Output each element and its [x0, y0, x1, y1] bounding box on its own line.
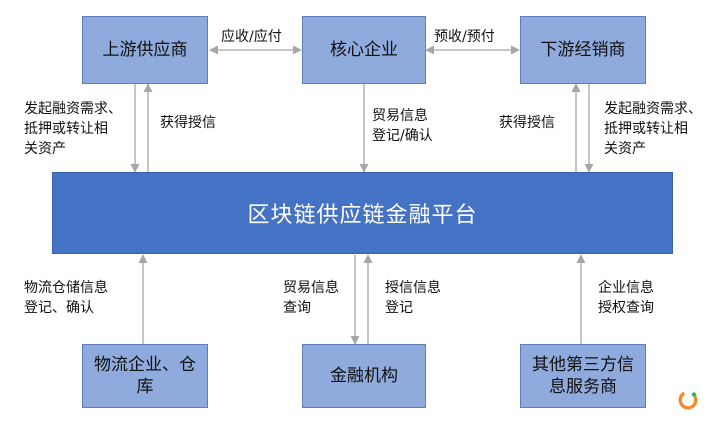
node-upstream-supplier: 上游供应商: [82, 16, 208, 84]
node-financial-institution: 金融机构: [302, 344, 426, 408]
thirdparty-line-1: 其他第三方信: [532, 355, 634, 375]
thirdparty-info-line-2: 授权查询: [598, 300, 654, 316]
blockchain-platform: 区块链供应链金融平台: [52, 172, 673, 254]
label-logistics-info: 物流仓储信息 登记、确认: [24, 278, 108, 318]
label-upstream-core: 应收/应付: [221, 29, 282, 45]
node-logistics-label: 物流企业、仓 库: [94, 354, 196, 398]
label-core-trade: 贸易信息 登记/确认: [372, 106, 433, 146]
node-downstream-label: 下游经销商: [540, 40, 626, 60]
logistics-info-line-2: 登记、确认: [24, 300, 94, 316]
finance-query-line-2: 查询: [283, 300, 311, 316]
label-downstream-credit: 获得授信: [499, 115, 555, 131]
node-upstream-label: 上游供应商: [102, 40, 188, 60]
thirdparty-info-line-1: 企业信息: [598, 280, 654, 296]
label-upstream-request: 发起融资需求、 抵押或转让相 关资产: [24, 99, 122, 159]
node-core-enterprise: 核心企业: [302, 16, 426, 84]
label-downstream-request: 发起融资需求、 抵押或转让相 关资产: [604, 99, 702, 159]
node-thirdparty-label: 其他第三方信 息服务商: [532, 354, 634, 398]
finance-credit-line-2: 登记: [385, 300, 413, 316]
label-finance-query: 贸易信息 查询: [283, 278, 339, 318]
node-third-party-provider: 其他第三方信 息服务商: [520, 344, 646, 408]
finance-query-line-1: 贸易信息: [283, 280, 339, 296]
upstream-request-line-2: 抵押或转让相: [24, 121, 108, 137]
logistics-info-line-1: 物流仓储信息: [24, 280, 108, 296]
downstream-request-line-2: 抵押或转让相: [604, 121, 688, 137]
label-core-downstream: 预收/预付: [434, 29, 495, 45]
core-trade-line-2: 登记/确认: [372, 128, 433, 144]
platform-label: 区块链供应链金融平台: [247, 203, 478, 228]
label-finance-credit: 授信信息 登记: [385, 278, 441, 318]
thirdparty-line-2: 息服务商: [549, 377, 617, 397]
downstream-request-line-1: 发起融资需求、: [604, 101, 702, 117]
upstream-request-line-3: 关资产: [24, 141, 66, 157]
upstream-request-line-1: 发起融资需求、: [24, 101, 122, 117]
core-trade-line-1: 贸易信息: [372, 108, 428, 124]
finance-credit-line-1: 授信信息: [385, 280, 441, 296]
label-thirdparty-info: 企业信息 授权查询: [598, 278, 654, 318]
logistics-line-1: 物流企业、仓: [94, 355, 196, 375]
downstream-request-line-3: 关资产: [604, 141, 646, 157]
logistics-line-2: 库: [136, 377, 154, 397]
label-upstream-credit: 获得授信: [160, 115, 216, 131]
node-downstream-distributor: 下游经销商: [520, 16, 646, 84]
node-logistics-warehouse: 物流企业、仓 库: [82, 344, 208, 408]
node-finance-label: 金融机构: [330, 366, 398, 386]
node-core-label: 核心企业: [330, 40, 398, 60]
ring-logo-icon: [678, 390, 698, 410]
